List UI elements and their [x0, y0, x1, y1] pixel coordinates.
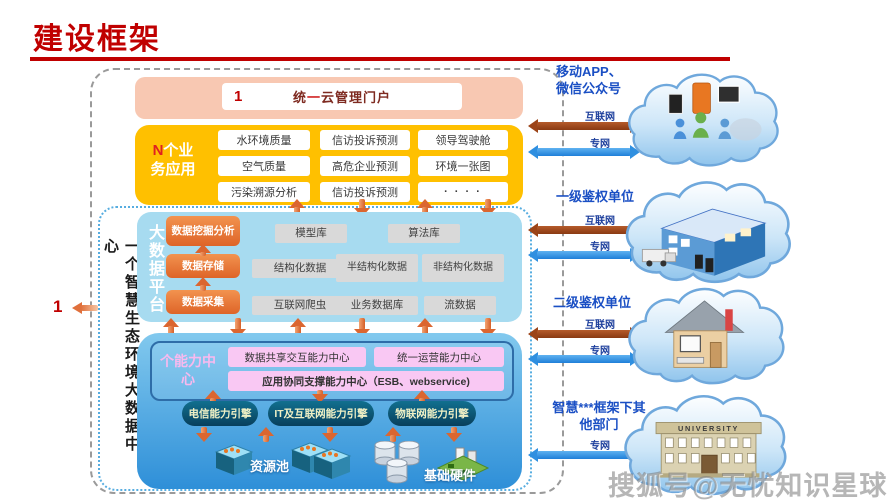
datatype-box: 非结构化数据	[422, 254, 504, 282]
hardware-label: 基础硬件	[424, 468, 477, 483]
capability-center-label: 个能力中心	[160, 353, 216, 388]
datatype-box: 结构化数据	[252, 259, 348, 278]
capability-box: 数据共享交互能力中心	[228, 347, 366, 367]
flow-arrow-up-icon	[417, 318, 433, 338]
flow-arrow-up-icon	[205, 390, 221, 403]
flow-arrow-down-icon	[312, 390, 328, 403]
app-box: 领导驾驶舱	[418, 130, 508, 150]
external-group-label: 一级鉴权单位	[556, 189, 635, 204]
portal-title-box: 1 统一云管理门户	[222, 83, 462, 110]
flow-arrow-up-icon	[414, 390, 430, 403]
external-group-label: 智慧***框架下其 他部门	[552, 400, 646, 432]
circuit-board-icon	[436, 447, 490, 481]
stage-box: 数据存储	[166, 254, 240, 278]
external-group-label: 移动APP、 微信公众号	[556, 64, 622, 96]
capability-support-box: 应用协同支撑能力中心（ESB、webservice)	[228, 371, 504, 391]
app-box: 高危企业预测	[320, 156, 410, 176]
library-box: 算法库	[388, 224, 460, 243]
page-title: 建设框架	[33, 23, 161, 56]
stage-box: 数据挖掘分析	[166, 216, 240, 246]
university-cloud-icon: UNIVERSITY	[624, 394, 787, 496]
factory-cloud-icon	[625, 181, 791, 284]
house-cloud-icon	[628, 287, 785, 385]
mobile-users-cloud-icon	[628, 73, 779, 167]
capability-box: 统一运营能力中心	[374, 347, 504, 367]
internet-link-label: 互联网	[585, 216, 615, 227]
flow-arrow-up-icon	[163, 318, 179, 338]
flow-arrow-up-icon	[258, 427, 274, 442]
app-box: 信访投诉预测	[320, 182, 410, 202]
portal-index: 1	[234, 88, 243, 105]
engine-box: IT及互联网能力引擎	[268, 401, 374, 426]
server-cluster-icon	[291, 442, 351, 480]
left-index-label: 1	[53, 297, 63, 316]
source-box: 业务数据库	[336, 296, 418, 315]
stage-box: 数据采集	[166, 290, 240, 314]
library-box: 模型库	[275, 224, 347, 243]
flow-arrow-up-icon	[195, 277, 211, 291]
flow-arrow-up-icon	[195, 244, 211, 256]
portal-title: 统一云管理门户	[292, 90, 392, 105]
resource-pool-label: 资源池	[250, 459, 290, 474]
flow-arrow-down-icon	[446, 427, 462, 442]
external-group-label: 二级鉴权单位	[553, 295, 632, 310]
flow-arrow-down-icon	[196, 427, 212, 442]
private-net-arrow	[528, 145, 640, 159]
watermark: 搜狐号@无忧知识星球	[608, 471, 888, 500]
private-net-label: 专网	[590, 346, 610, 357]
internet-link-label: 互联网	[585, 112, 615, 123]
datacenter-dotted-border	[98, 206, 532, 491]
flow-arrow-up-icon	[290, 318, 306, 338]
engine-box: 物联网能力引擎	[388, 401, 476, 426]
app-box: 空气质量	[218, 156, 310, 176]
app-box: 信访投诉预测	[320, 130, 410, 150]
source-box: 流数据	[424, 296, 496, 315]
internet-link-label: 互联网	[585, 320, 615, 331]
private-net-label: 专网	[590, 242, 610, 253]
flow-arrow-up-icon	[385, 427, 401, 442]
datacenter-vertical-label: 一个智慧生态环境大数据中心	[102, 238, 140, 454]
engine-box: 电信能力引擎	[182, 401, 258, 426]
business-apps-label: N个业务应用	[150, 142, 196, 178]
app-box: 污染溯源分析	[218, 182, 310, 202]
left-arrow-icon	[72, 302, 98, 314]
title-underline	[30, 57, 730, 61]
app-box: 环境一张图	[418, 156, 508, 176]
app-box: 水环境质量	[218, 130, 310, 150]
private-net-label: 专网	[590, 441, 610, 452]
bigdata-platform-label: 大数据平台	[146, 224, 163, 314]
flow-arrow-down-icon	[322, 427, 338, 442]
private-net-label: 专网	[590, 139, 610, 150]
framework-dashed-border	[90, 68, 564, 494]
datatype-box: 半结构化数据	[336, 254, 418, 282]
university-building-label: UNIVERSITY	[678, 424, 739, 433]
source-box: 互联网爬虫	[252, 296, 348, 315]
app-box: · · · ·	[418, 182, 508, 202]
database-icon	[374, 441, 420, 484]
